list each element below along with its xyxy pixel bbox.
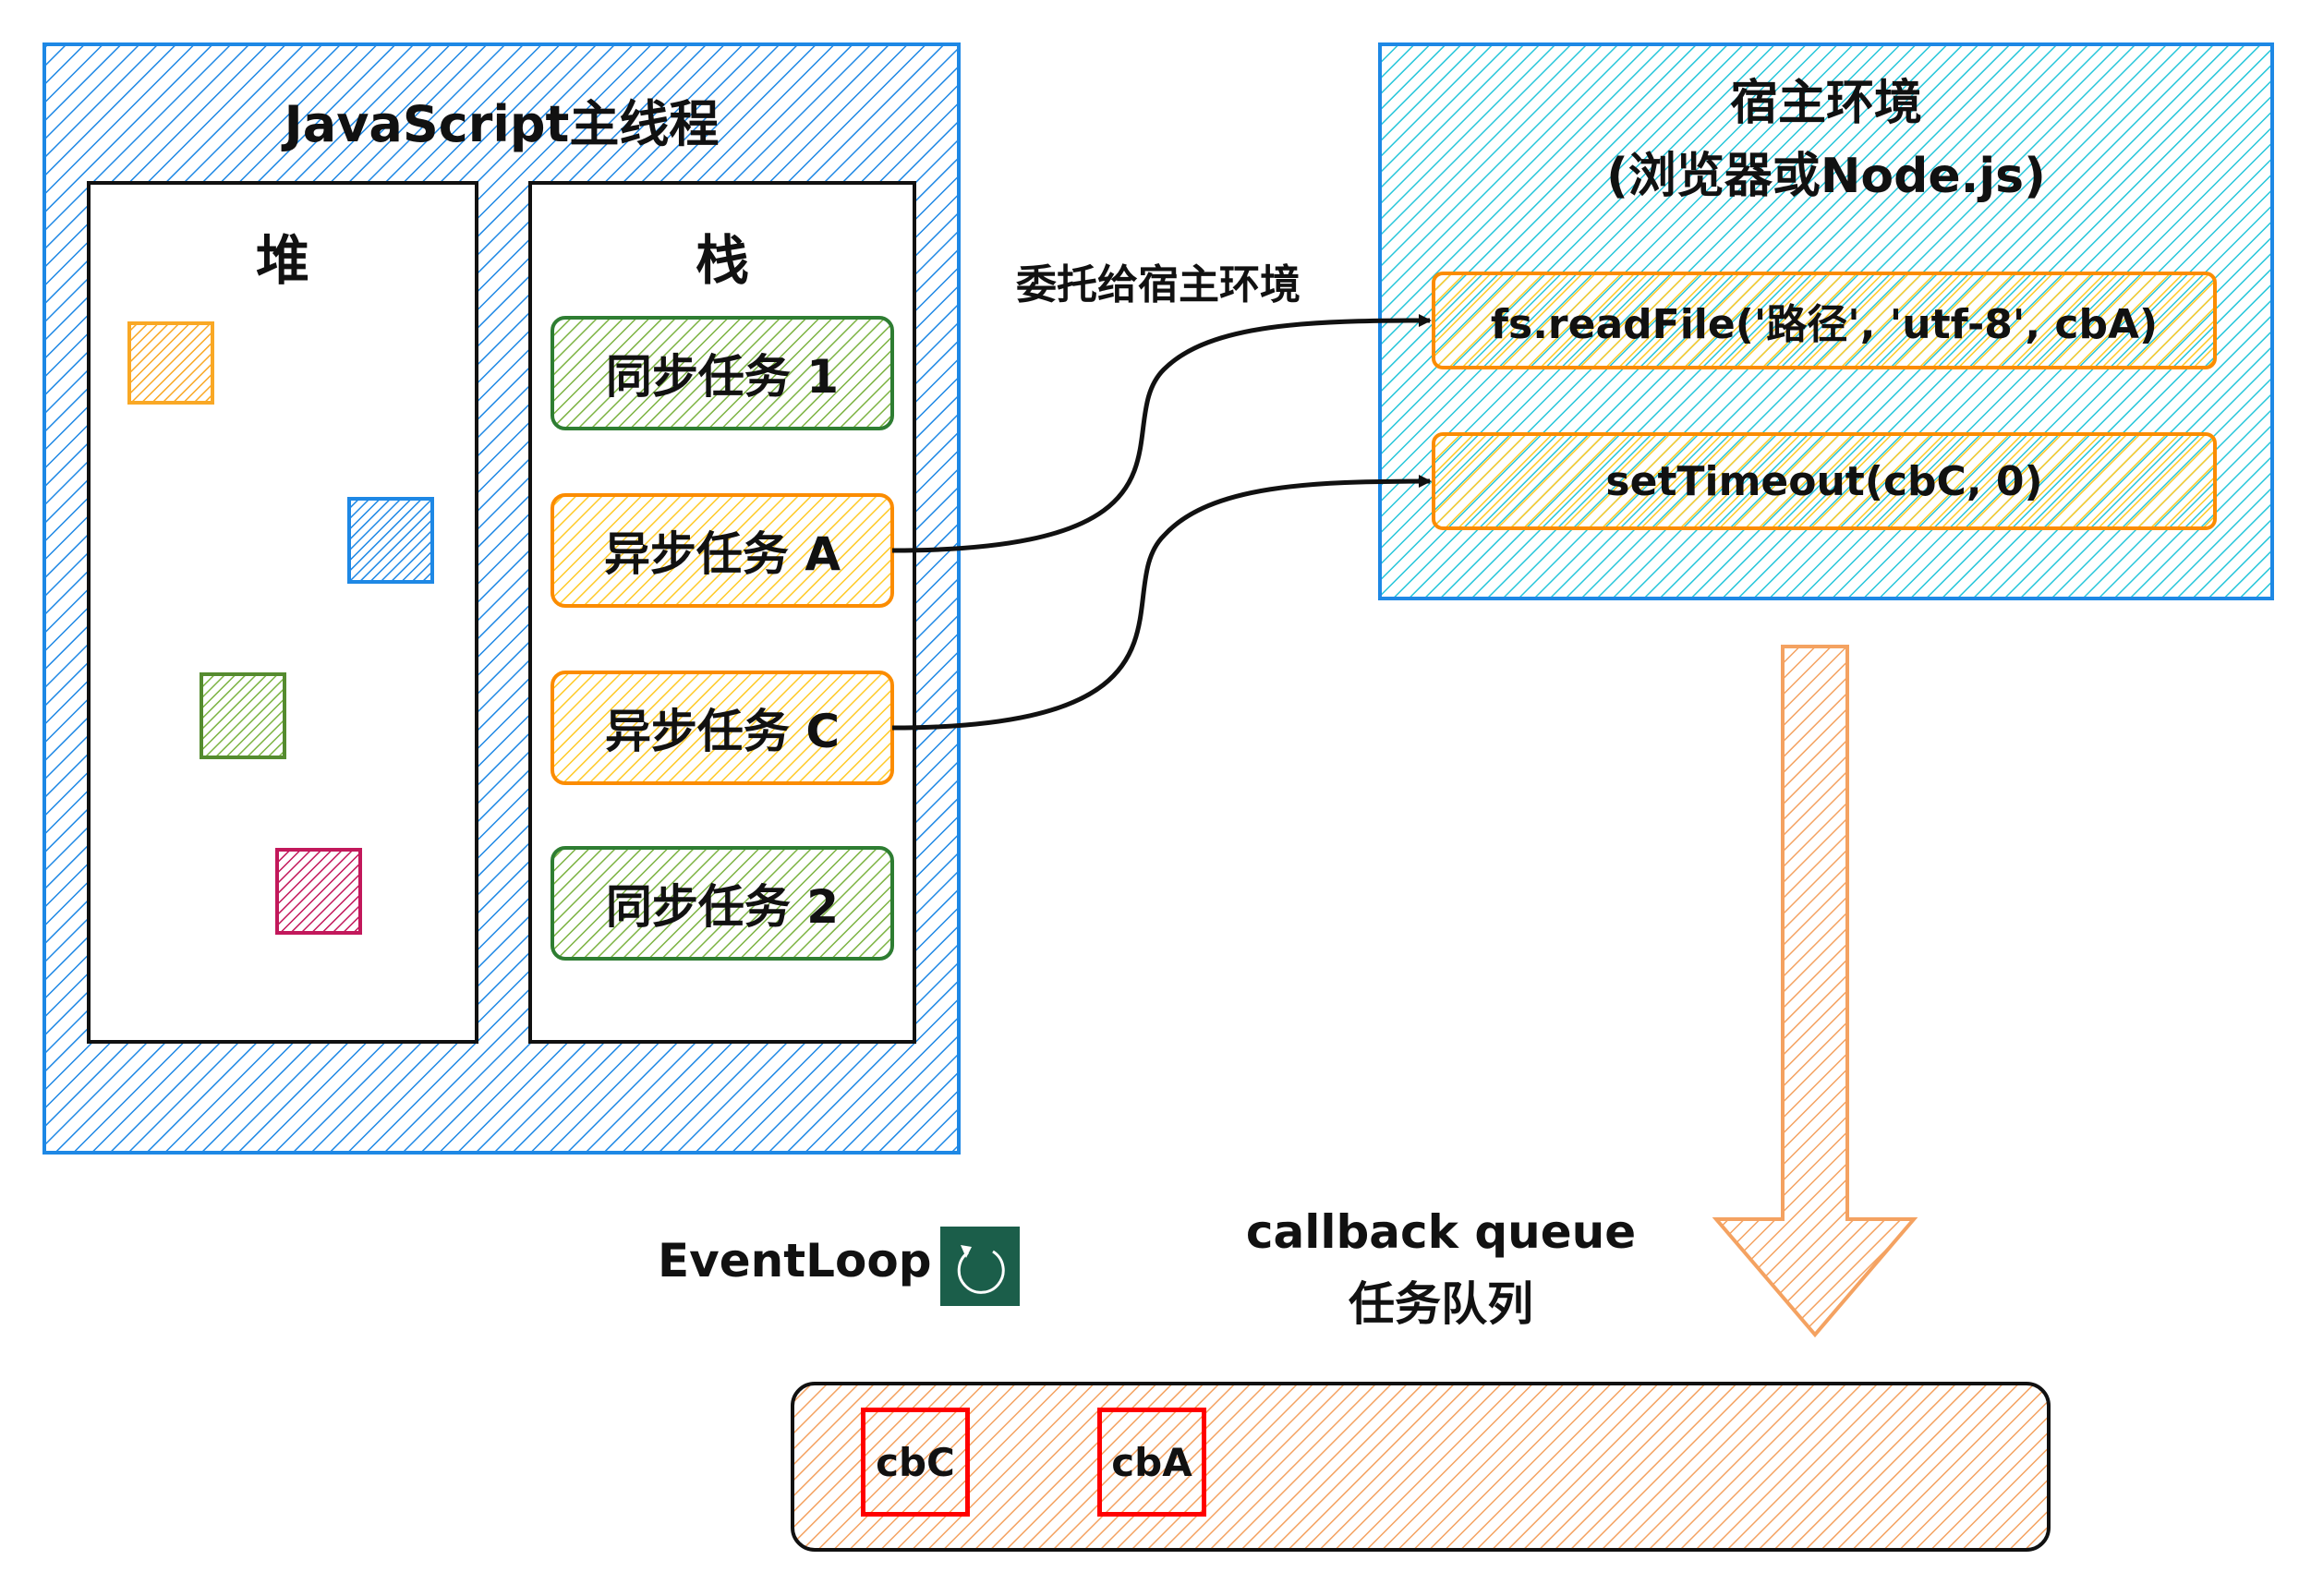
refresh-icon bbox=[957, 1250, 1005, 1294]
host-item-settimeout: setTimeout(cbC, 0) bbox=[1605, 457, 2043, 505]
stack-task-sync-2: 同步任务 2 bbox=[605, 880, 840, 934]
eventloop-icon-bg bbox=[940, 1227, 1020, 1306]
host-item-box-readfile bbox=[1432, 272, 2217, 369]
down-arrow bbox=[1712, 645, 1918, 1338]
host-title: 宿主环境 bbox=[1729, 76, 1922, 131]
queue-item-cbc: cbC bbox=[861, 1408, 970, 1517]
stack-task-async-a: 异步任务 A bbox=[603, 527, 841, 581]
callback-queue-box bbox=[791, 1382, 2051, 1552]
delegate-label: 委托给宿主环境 bbox=[1016, 261, 1301, 308]
stack-title: 栈 bbox=[695, 229, 749, 292]
heap-title: 堆 bbox=[255, 229, 309, 292]
connector-async-a bbox=[891, 314, 1432, 553]
main-thread-title: JavaScript主线程 bbox=[284, 95, 720, 153]
host-item-box-settimeout bbox=[1432, 432, 2217, 530]
heap-object-blue bbox=[347, 497, 434, 584]
host-subtitle: (浏览器或Node.js) bbox=[1606, 149, 2046, 204]
refresh-icon-head bbox=[961, 1245, 972, 1258]
eventloop-label: EventLoop bbox=[658, 1234, 932, 1288]
heap-object-green bbox=[200, 672, 286, 759]
heap-object-pink bbox=[275, 848, 362, 935]
queue-title: callback queue bbox=[1245, 1205, 1637, 1259]
task-box-sync-2 bbox=[551, 846, 894, 961]
stack-task-sync-1: 同步任务 1 bbox=[605, 350, 840, 404]
queue-item-cba: cbA bbox=[1097, 1408, 1206, 1517]
connector-async-c bbox=[891, 475, 1432, 731]
stack-task-async-c: 异步任务 C bbox=[604, 705, 841, 758]
queue-subtitle: 任务队列 bbox=[1349, 1277, 1533, 1331]
host-item-readfile: fs.readFile('路径', 'utf-8', cbA) bbox=[1490, 301, 2159, 348]
heap-object-orange bbox=[127, 321, 214, 405]
task-box-sync-1 bbox=[551, 316, 894, 430]
